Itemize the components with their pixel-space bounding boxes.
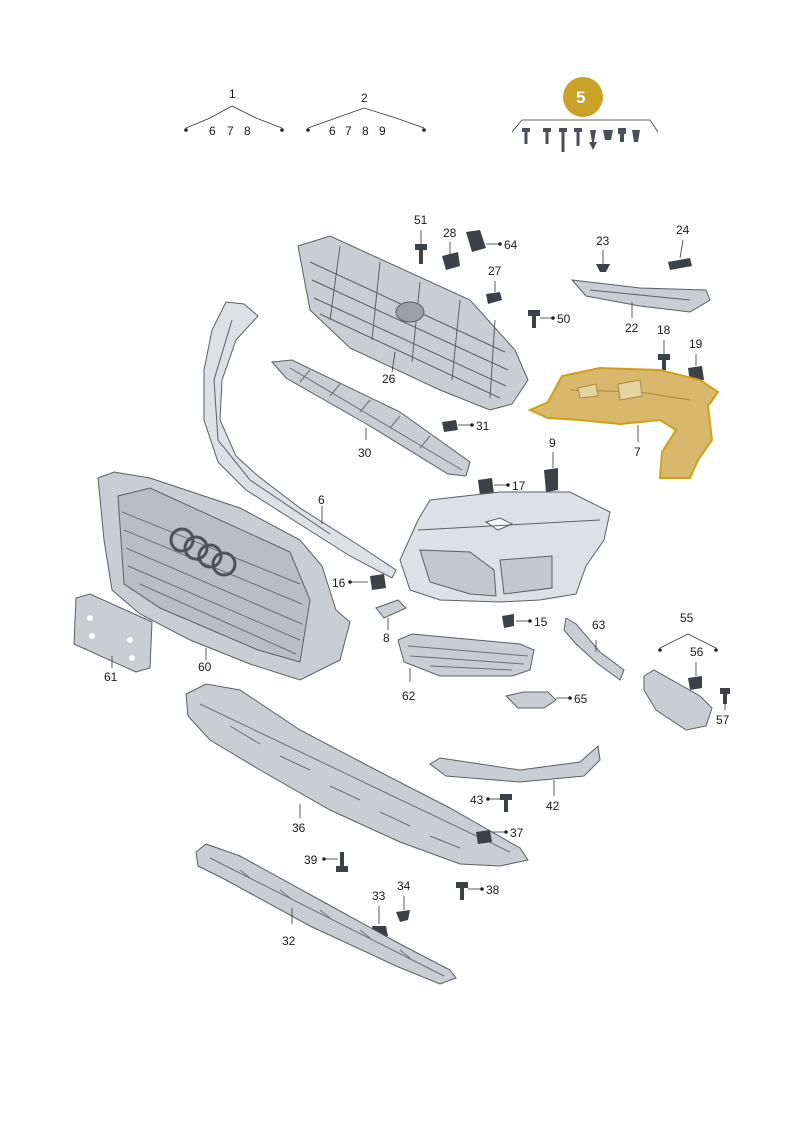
callout-56: 56: [690, 645, 704, 659]
part-5-badge-label: 5: [576, 88, 585, 107]
part-51-screw: 51: [414, 213, 428, 264]
part-62-fog-grille: 62: [397, 633, 535, 703]
part-50-screw: 50: [528, 310, 571, 328]
callout-57: 57: [716, 713, 730, 727]
part-38-screw: 38: [456, 882, 500, 900]
part-32-skid-plate: 32: [195, 843, 457, 985]
part-65-trim: 65: [505, 691, 588, 709]
callout-16: 16: [332, 576, 346, 590]
callout-36: 36: [292, 821, 306, 835]
group-2-label: 2: [361, 91, 368, 105]
callout-61: 61: [104, 670, 118, 684]
group-1-sub-7: 7: [227, 124, 234, 138]
fastener-set-icon: [522, 128, 640, 152]
part-57-screw: 57: [716, 688, 730, 727]
callout-65: 65: [574, 692, 588, 706]
group-2-sub-8: 8: [362, 124, 369, 138]
part-19-clip: 19: [688, 337, 704, 382]
part-42-trim-strip: 42: [429, 745, 601, 813]
callout-15: 15: [534, 615, 548, 629]
part-55-bracket: 55: [643, 611, 718, 731]
part-56-clip: 56: [688, 645, 704, 690]
callout-42: 42: [546, 799, 560, 813]
callout-24: 24: [676, 223, 690, 237]
group-2-dot-right: [422, 128, 426, 132]
part-23-screw: 23: [596, 234, 610, 272]
callout-38: 38: [486, 883, 500, 897]
callout-33: 33: [372, 889, 386, 903]
part-7-bracket-highlighted: 7: [527, 366, 720, 479]
group-2-sub-9: 9: [379, 124, 386, 138]
bumper-cover: [399, 491, 611, 603]
part-64-bracket: 64: [466, 230, 518, 252]
part-43-screw: 43: [470, 793, 512, 812]
part-31-screw: 31: [442, 419, 490, 433]
part-16-clip: 16: [332, 574, 386, 590]
part-61-license-bracket: 61: [73, 593, 153, 684]
group-1-label: 1: [229, 87, 236, 101]
callout-7: 7: [634, 445, 641, 459]
four-rings-logo: [169, 527, 237, 577]
callout-6: 6: [318, 493, 325, 507]
part-15-clip: 15: [502, 614, 548, 629]
group-2-bracket: [307, 107, 425, 129]
part-36-lower-carrier: 36: [185, 683, 529, 867]
group-1-sub-8: 8: [244, 124, 251, 138]
group-2-dot-left: [306, 128, 310, 132]
group-5-bracket: [511, 119, 659, 133]
part-8-cap: 8: [375, 599, 407, 645]
part-22-trim-strip: 22: [570, 279, 711, 335]
callout-27: 27: [488, 264, 502, 278]
part-60-main-grille: 60: [97, 471, 351, 681]
callout-51: 51: [414, 213, 428, 227]
callout-26: 26: [382, 372, 396, 386]
group-1-dot-right: [280, 128, 284, 132]
callout-55: 55: [680, 611, 694, 625]
part-28-clip: 28: [442, 226, 460, 270]
part-26-upper-grille: 26: [297, 235, 529, 411]
part-17-clip: 17: [478, 478, 526, 496]
part-27-screw: 27: [486, 264, 502, 304]
callout-9: 9: [549, 436, 556, 450]
group-1-bracket: [185, 105, 283, 129]
part-39-screw: 39: [304, 852, 348, 872]
callout-37: 37: [510, 826, 524, 840]
callout-62: 62: [402, 689, 416, 703]
part-5-badge: [563, 77, 603, 117]
group-1-dot-left: [184, 128, 188, 132]
part-34-screw: 34: [396, 879, 411, 922]
callout-32: 32: [282, 934, 296, 948]
part-24-clip: 24: [668, 223, 692, 270]
header-group-5: 5: [511, 77, 659, 152]
callout-19: 19: [689, 337, 703, 351]
callout-60: 60: [198, 660, 212, 674]
callout-50: 50: [557, 312, 571, 326]
callout-31: 31: [476, 419, 490, 433]
group-2-sub-7: 7: [345, 124, 352, 138]
part-63-guide: 63: [563, 617, 625, 681]
part-30-grille-strip: 30: [270, 359, 471, 477]
callout-30: 30: [358, 446, 372, 460]
group-1-sub-6: 6: [209, 124, 216, 138]
part-9-bracket: 9: [544, 436, 558, 492]
part-37-clip: 37: [476, 826, 524, 844]
callout-64: 64: [504, 238, 518, 252]
callout-22: 22: [625, 321, 639, 335]
header-group-2: 2 6 7 8 9: [306, 91, 426, 138]
callout-8: 8: [383, 631, 390, 645]
part-6-trim-strip: 6: [203, 301, 397, 579]
part-18-screw: 18: [657, 323, 671, 370]
callout-43: 43: [470, 793, 484, 807]
callout-17: 17: [512, 479, 526, 493]
callout-28: 28: [443, 226, 457, 240]
header-group-1: 1 6 7 8: [184, 87, 284, 138]
callout-23: 23: [596, 234, 610, 248]
callout-63: 63: [592, 618, 606, 632]
group-2-sub-6: 6: [329, 124, 336, 138]
callout-39: 39: [304, 853, 318, 867]
callout-18: 18: [657, 323, 671, 337]
callout-34: 34: [397, 879, 411, 893]
